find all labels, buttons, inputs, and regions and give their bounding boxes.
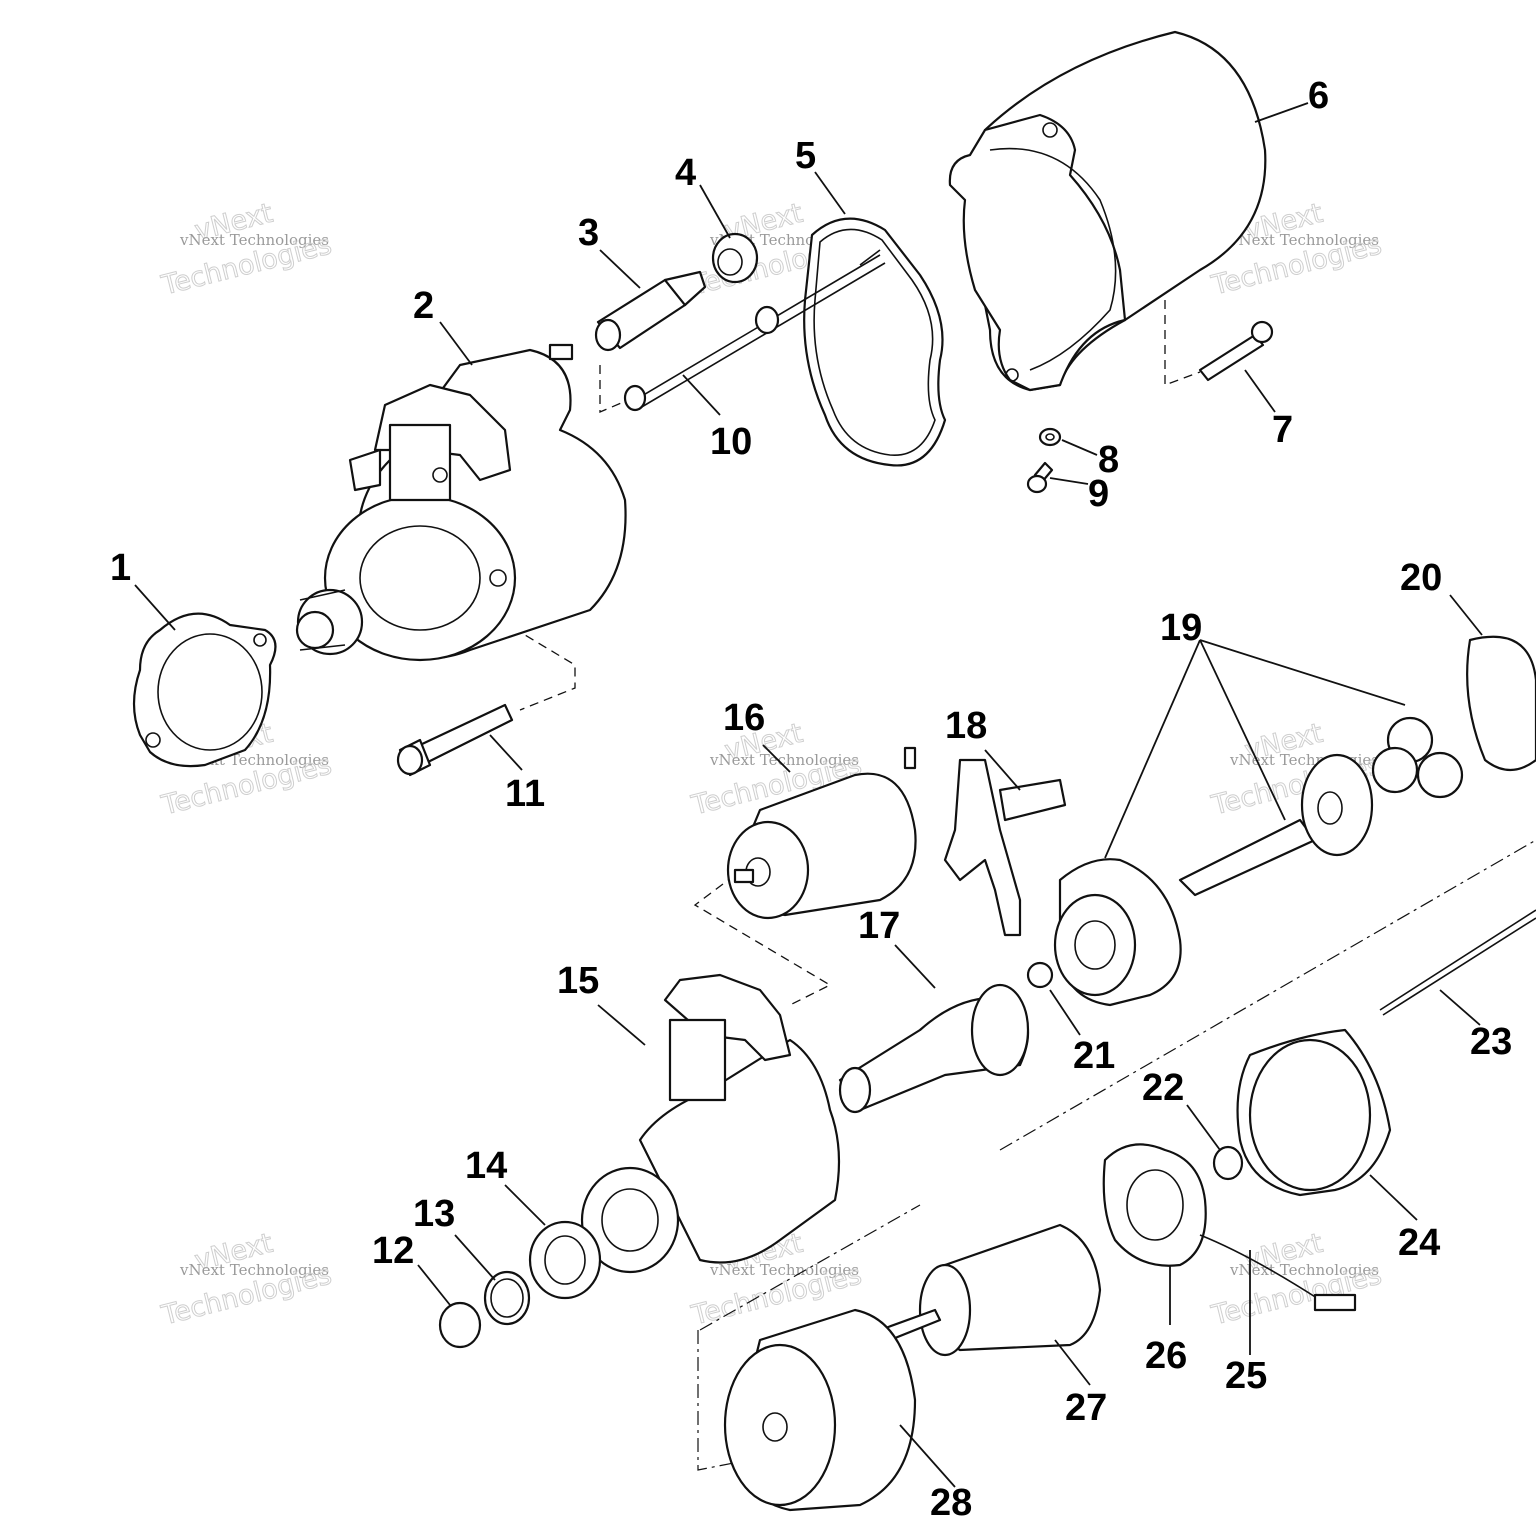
part-18-lever-pin bbox=[998, 778, 1067, 822]
part-17-pinion-shaft bbox=[838, 758, 1030, 1114]
callout-1: 1 bbox=[110, 547, 131, 589]
part-23-through-bolt bbox=[1379, 909, 1536, 1016]
part-27-armature bbox=[878, 1223, 1102, 1357]
part-19-gear-housing bbox=[1053, 716, 1464, 1007]
callout-5: 5 bbox=[795, 135, 816, 177]
callout-4: 4 bbox=[675, 152, 696, 194]
svg-text:vNext Technologies: vNext Technologies bbox=[709, 751, 859, 769]
watermark: vNext vNext Technologies Technologies bbox=[158, 1227, 336, 1332]
callout-3: 3 bbox=[578, 212, 599, 254]
part-5-gasket bbox=[803, 217, 947, 467]
part-13-ring bbox=[483, 1270, 531, 1326]
callout-20: 20 bbox=[1400, 557, 1442, 599]
part-9-screw bbox=[1026, 461, 1054, 494]
part-3-plunger bbox=[594, 270, 707, 352]
callout-11: 11 bbox=[505, 773, 545, 815]
part-10-through-bolt bbox=[623, 249, 886, 412]
part-7-bolt bbox=[1198, 320, 1274, 382]
callout-15: 15 bbox=[557, 960, 599, 1002]
svg-text:vNext Technologies: vNext Technologies bbox=[1229, 231, 1379, 249]
callout-27: 27 bbox=[1065, 1387, 1107, 1429]
svg-text:vNext Technologies: vNext Technologies bbox=[1229, 1261, 1379, 1279]
leader-lines bbox=[134, 102, 1483, 1488]
part-21-ball bbox=[1026, 961, 1054, 989]
svg-text:vNext Technologies: vNext Technologies bbox=[709, 1261, 859, 1279]
callout-6: 6 bbox=[1308, 75, 1329, 117]
part-1-flange-gasket bbox=[132, 612, 277, 768]
part-22-bushing bbox=[1212, 1145, 1244, 1181]
callout-23: 23 bbox=[1470, 1021, 1512, 1063]
part-20-snap-ring bbox=[1466, 635, 1536, 772]
svg-text:vNext Technologies: vNext Technologies bbox=[179, 1261, 329, 1279]
part-6-rear-housing bbox=[948, 30, 1267, 392]
callout-24: 24 bbox=[1398, 1222, 1440, 1264]
part-15-drive-housing bbox=[580, 973, 841, 1274]
part-25-brush-lead bbox=[1199, 1234, 1357, 1312]
callout-28: 28 bbox=[930, 1482, 972, 1524]
callout-14: 14 bbox=[465, 1145, 507, 1187]
svg-text:vNext Technologies: vNext Technologies bbox=[179, 231, 329, 249]
callout-21: 21 bbox=[1073, 1035, 1115, 1077]
callout-19: 19 bbox=[1160, 607, 1202, 649]
callout-26: 26 bbox=[1145, 1335, 1187, 1377]
callout-17: 17 bbox=[858, 905, 900, 947]
part-16-solenoid bbox=[726, 746, 917, 920]
callout-22: 22 bbox=[1142, 1067, 1184, 1109]
watermark: vNext vNext Technologies Technologies bbox=[1208, 1227, 1386, 1332]
callout-2: 2 bbox=[413, 285, 434, 327]
callout-9: 9 bbox=[1088, 473, 1109, 515]
callout-7: 7 bbox=[1272, 409, 1293, 451]
callout-16: 16 bbox=[723, 697, 765, 739]
callout-25: 25 bbox=[1225, 1355, 1267, 1397]
part-26-brush-holder bbox=[1102, 1143, 1207, 1267]
part-14-pinion-gear bbox=[528, 1220, 602, 1300]
part-24-end-frame bbox=[1236, 1028, 1392, 1197]
callout-18: 18 bbox=[945, 705, 987, 747]
part-4-seal-ring bbox=[711, 232, 759, 284]
callout-8: 8 bbox=[1098, 439, 1119, 481]
callout-10: 10 bbox=[710, 421, 752, 463]
callout-12: 12 bbox=[372, 1230, 414, 1272]
part-2-starter-assembly bbox=[295, 343, 627, 662]
watermark: vNext vNext Technologies Technologies bbox=[158, 197, 336, 302]
part-28-yoke bbox=[723, 1308, 917, 1512]
part-12-cap bbox=[438, 1301, 482, 1349]
callout-13: 13 bbox=[413, 1193, 455, 1235]
callout-numbers: 1 2 3 4 5 6 7 8 9 10 11 12 13 14 15 16 1… bbox=[110, 75, 1512, 1524]
part-8-washer bbox=[1038, 427, 1062, 447]
part-11-bolt bbox=[396, 703, 514, 777]
